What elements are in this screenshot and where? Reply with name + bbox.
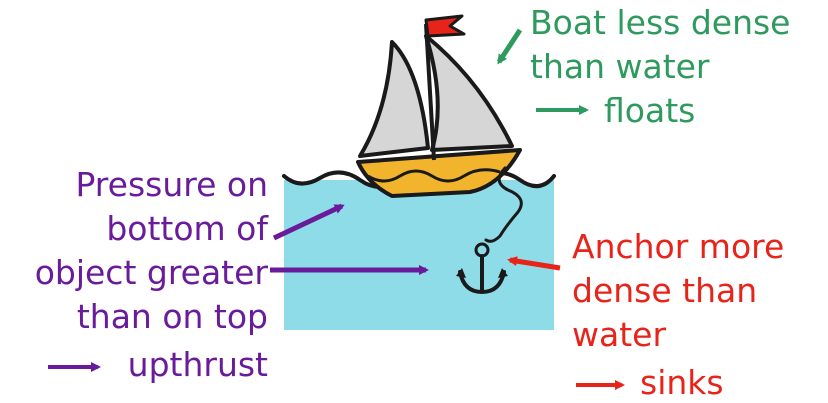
anchor-label-line-1: Anchor more xyxy=(572,227,785,266)
boat-label-result: floats xyxy=(604,91,696,130)
pressure-label-line-2: bottom of xyxy=(106,209,268,248)
pressure-label-line-1: Pressure on xyxy=(75,165,268,204)
boat-hull xyxy=(356,148,522,198)
boat-label-line-1: Boat less dense xyxy=(530,3,791,42)
anchor-label-line-2: dense than xyxy=(572,271,758,310)
hull-wave-stripe xyxy=(367,168,501,183)
pressure-label-line-3: object greater xyxy=(34,253,268,292)
sailboat xyxy=(356,14,522,198)
main-sail xyxy=(424,34,514,152)
pressure-label-line-4: than on top xyxy=(76,297,268,336)
boat-pointer-arrow xyxy=(496,28,523,65)
anchor-pointer-arrow xyxy=(507,256,561,271)
boat-label-line-2: than water xyxy=(530,47,710,86)
pressure-arrow-upper xyxy=(272,203,345,241)
anchor-icon xyxy=(456,242,508,295)
flag-icon xyxy=(424,14,466,38)
anchor-label-line-3: water xyxy=(572,315,667,354)
pressure-label-result: upthrust xyxy=(127,345,268,384)
water-block xyxy=(284,180,554,330)
anchor-rope xyxy=(484,166,523,243)
front-sail xyxy=(358,40,430,158)
mast xyxy=(424,23,436,161)
anchor-label-result: sinks xyxy=(640,363,724,402)
